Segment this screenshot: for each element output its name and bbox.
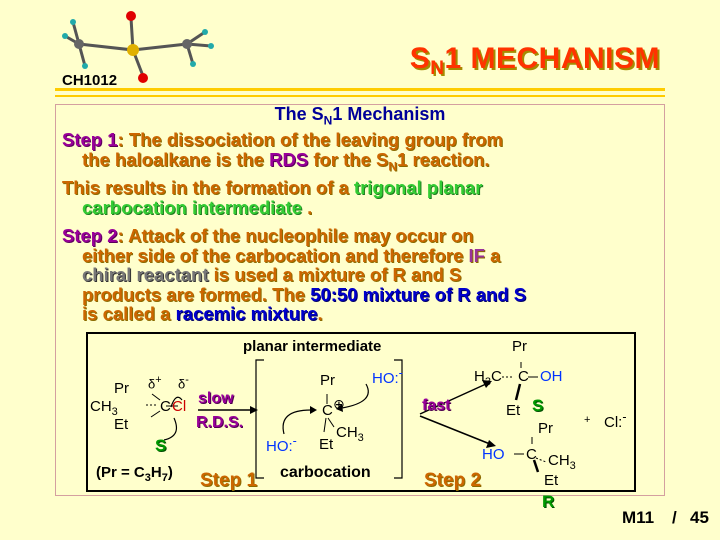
title-s: S — [409, 42, 431, 75]
step2-mix: 50:50 mixture of R and S — [310, 283, 527, 305]
intermediate-carbon: C — [322, 402, 333, 419]
step1-sub: N — [388, 159, 398, 174]
slow-label: slow — [198, 390, 234, 407]
product2-config-label: R — [542, 492, 555, 511]
panel-heading: The SN1 Mechanism — [55, 104, 665, 128]
heading-post: 1 Mechanism — [332, 104, 446, 124]
reactant-ch3: CH3 — [90, 398, 118, 418]
carbocation-plus-icon: ⊕ — [333, 396, 345, 412]
chloride-ion: Cl:- — [604, 410, 627, 431]
step2-text-g: . — [317, 303, 323, 324]
step2-text-a: : Attack of the nucleophile may occur on — [117, 225, 474, 246]
reactant-config-label: S — [155, 436, 167, 455]
reactant-chlorine: Cl — [172, 398, 187, 415]
reaction-scheme — [86, 332, 636, 492]
slide-title: SN1 MECHANISM — [410, 42, 660, 80]
header-rule-bottom — [55, 95, 665, 97]
product1-carbon: C — [518, 368, 529, 385]
step2-chiral: chiral reactant — [82, 264, 209, 285]
step2-text-f: is called a — [82, 303, 176, 324]
page-separator: / — [672, 508, 677, 527]
product2-ch3: CH3 — [548, 452, 576, 472]
title-sub: N — [430, 58, 445, 79]
step2-text-d: is used a mixture of R and S — [208, 264, 462, 285]
product2-et: Et — [544, 472, 559, 489]
step2-text-b: either side of the carbocation and there… — [82, 244, 469, 266]
result-paragraph: This results in the formation of a trigo… — [62, 178, 660, 217]
step2-text-c: a — [484, 244, 501, 266]
page-number: 45 — [690, 508, 709, 527]
scheme-step2-label: Step 2 — [424, 470, 482, 491]
step1-rds: RDS — [269, 148, 309, 170]
step1-text-a: : The dissociation of the leaving group … — [117, 129, 503, 150]
product1-et: Et — [506, 402, 521, 419]
molecule-model-icon — [62, 11, 214, 83]
plus-sign: + — [584, 414, 591, 426]
reactant-et: Et — [114, 416, 129, 433]
heading-pre: The S — [274, 104, 324, 124]
step2-racemic: racemic mixture — [175, 303, 318, 324]
product1-h3c: H3C — [474, 368, 502, 388]
rds-label: R.D.S. — [196, 414, 244, 431]
slide-id: M11 — [622, 508, 655, 527]
result-end: . — [302, 196, 313, 218]
step2-paragraph: Step 2: Attack of the nucleophile may oc… — [62, 226, 660, 324]
carbocation-label: carbocation — [280, 464, 371, 481]
step1-text-b: the haloalkane is the — [82, 148, 270, 170]
intermediate-ch3: CH3 — [336, 424, 364, 444]
intermediate-pr: Pr — [320, 372, 335, 389]
heading-sub: N — [323, 113, 333, 128]
title-rest: 1 MECHANISM — [444, 42, 660, 75]
scheme-lines — [146, 359, 547, 479]
product2-pr: Pr — [538, 420, 553, 437]
reactant-pr: Pr — [114, 380, 129, 397]
scheme-step1-label: Step 1 — [200, 470, 258, 491]
result-carbocation: carbocation intermediate — [82, 196, 303, 218]
step2-text-e: products are formed. The — [82, 283, 311, 305]
course-code: CH1012 — [62, 72, 118, 89]
product2-ho: HO — [482, 446, 505, 463]
result-trigonal: trigonal planar — [353, 177, 483, 198]
product1-oh: OH — [540, 368, 563, 385]
step1-text-c: for the S — [308, 148, 389, 170]
step1-label: Step 1 — [62, 129, 118, 150]
fast-label: fast — [422, 397, 451, 414]
nucleophile-top: HO:- — [372, 366, 403, 387]
step1-text-d: 1 reaction. — [397, 148, 490, 170]
pr-formula: (Pr = C3H7) — [96, 464, 173, 484]
step1-paragraph: Step 1: The dissociation of the leaving … — [62, 130, 660, 177]
reactant-delta-plus: δ+ — [148, 374, 162, 392]
reactant-delta-minus: δ- — [178, 374, 189, 392]
step2-if: IF — [468, 244, 485, 266]
planar-intermediate-label: planar intermediate — [243, 338, 382, 355]
result-text-a: This results in the formation of a — [62, 177, 354, 198]
intermediate-et: Et — [319, 436, 334, 453]
nucleophile-bottom: HO:- — [266, 434, 297, 455]
product1-pr: Pr — [512, 338, 527, 355]
step2-label: Step 2 — [62, 225, 118, 246]
reactant-carbon: C — [160, 398, 171, 415]
product2-carbon: C — [526, 446, 537, 463]
product1-config-label: S — [532, 396, 544, 415]
header-rule-top — [55, 88, 665, 91]
